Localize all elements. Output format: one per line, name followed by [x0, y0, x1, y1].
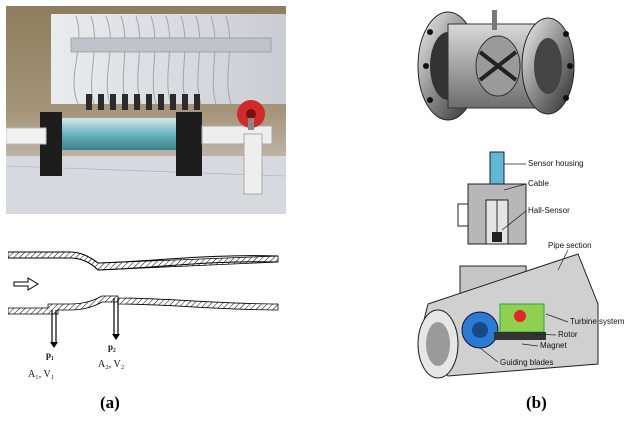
pressure-label-p2: p₂	[108, 342, 116, 352]
callout-hall-sensor: Hall-Sensor	[528, 206, 570, 215]
callout-pipe-section: Pipe section	[548, 241, 592, 250]
turbine-flowmeter-illustration: Sensor housing Cable Hall-Sensor Pipe se…	[408, 4, 625, 404]
callout-rotor: Rotor	[558, 330, 578, 339]
callout-sensor-housing: Sensor housing	[528, 159, 584, 168]
callout-cable: Cable	[528, 179, 549, 188]
callout-guiding-blades: Guiding blades	[500, 358, 554, 367]
sensor-housing-cutaway	[457, 151, 527, 245]
venturi-apparatus-photo	[5, 6, 287, 214]
callout-magnet: Magnet	[540, 341, 567, 350]
pipe-section-cutaway	[417, 253, 599, 379]
flanged-turbine-meter	[417, 10, 575, 121]
venturi-schematic: p₁ p₂ A₁, V₁ A₂, V₂	[7, 246, 298, 386]
area-velocity-label-1: A₁, V₁	[28, 369, 55, 380]
panel-a-caption: (a)	[100, 393, 120, 412]
pressure-label-p1: p₁	[46, 350, 54, 360]
panel-b-caption: (b)	[526, 393, 547, 412]
area-velocity-label-2: A₂, V₂	[98, 359, 125, 370]
callout-turbine-system: Turbine system	[570, 317, 625, 326]
